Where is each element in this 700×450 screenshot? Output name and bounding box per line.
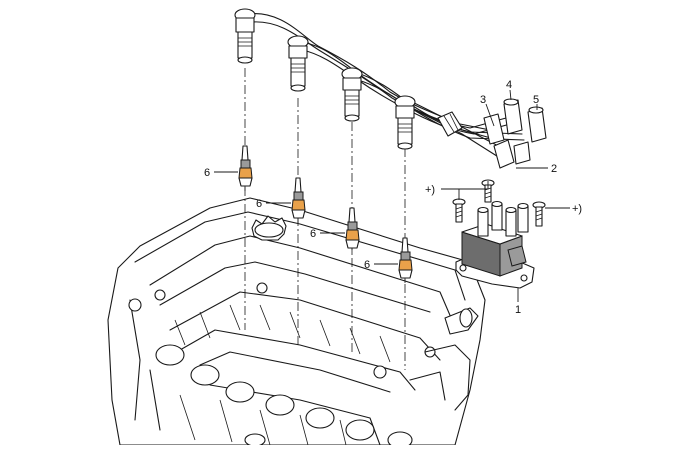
coil-boot-2 bbox=[493, 139, 531, 169]
leader-lines bbox=[214, 89, 570, 302]
screw-right bbox=[532, 201, 546, 227]
cylinder-head bbox=[107, 197, 486, 449]
callout-1: 1 bbox=[515, 304, 521, 316]
spark-plug-3 bbox=[345, 207, 360, 253]
callout-6-plug-2: 6 bbox=[256, 198, 262, 210]
callout-6-plug-4: 6 bbox=[364, 259, 370, 271]
coil-boot-5 bbox=[527, 106, 547, 143]
callout-4: 4 bbox=[506, 79, 512, 91]
callout-5: 5 bbox=[533, 94, 539, 106]
callout-2: 2 bbox=[551, 163, 557, 175]
coil-boot-4 bbox=[503, 98, 523, 135]
spark-plug-1 bbox=[238, 145, 253, 191]
coil-boot-3 bbox=[483, 113, 505, 145]
spark-plug-2 bbox=[291, 177, 306, 223]
plug-boot-4 bbox=[394, 95, 416, 150]
callout-star-right: +) bbox=[572, 203, 582, 215]
callout-star-left: +) bbox=[425, 184, 435, 196]
spark-plug-4 bbox=[398, 237, 413, 283]
callout-6-plug-1: 6 bbox=[204, 167, 210, 179]
plug-boot-3 bbox=[341, 67, 363, 122]
oil-filler-cap bbox=[251, 215, 287, 241]
callout-6-plug-3: 6 bbox=[310, 228, 316, 240]
screw-left bbox=[452, 198, 466, 223]
ignition-leads bbox=[234, 8, 547, 169]
ignition-coil bbox=[455, 200, 535, 289]
plug-boot-1 bbox=[234, 8, 256, 64]
plug-boot-2 bbox=[287, 35, 309, 92]
callout-labels: 6 6 6 6 1 2 3 4 5 +) +) bbox=[204, 79, 582, 316]
callout-3: 3 bbox=[480, 94, 486, 106]
